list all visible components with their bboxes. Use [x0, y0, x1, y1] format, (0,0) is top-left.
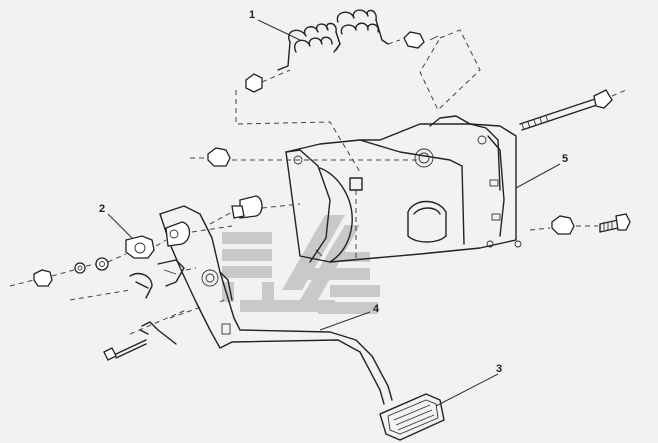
pedal-bracket-icon [285, 115, 522, 263]
leader-line-3 [435, 373, 499, 407]
leader-line-4 [319, 311, 371, 331]
bolt-icon [103, 305, 205, 361]
bushing-icon [231, 195, 301, 219]
nut-icon [245, 31, 439, 93]
return-spring-icon [277, 9, 389, 71]
leader-line-5 [515, 163, 561, 189]
callout-2: 2 [99, 203, 105, 215]
leader-line-1 [257, 19, 301, 41]
bolt-icon [349, 177, 363, 260]
callout-4: 4 [373, 303, 380, 315]
watermark-logo-icon [222, 215, 380, 314]
bushing-icon [74, 235, 155, 274]
callout-3: 3 [496, 363, 502, 375]
nut-icon [207, 147, 231, 167]
callout-1: 1 [249, 9, 255, 21]
nut-icon [551, 215, 575, 235]
bolt-icon [519, 89, 627, 131]
callout-5: 5 [562, 153, 568, 165]
bushing-icon [165, 221, 191, 247]
leader-line-2 [107, 213, 133, 239]
pedal-pad-icon [379, 393, 445, 441]
nut-icon [33, 269, 53, 287]
bushing-icon [129, 259, 185, 299]
bolt-icon [529, 213, 631, 233]
